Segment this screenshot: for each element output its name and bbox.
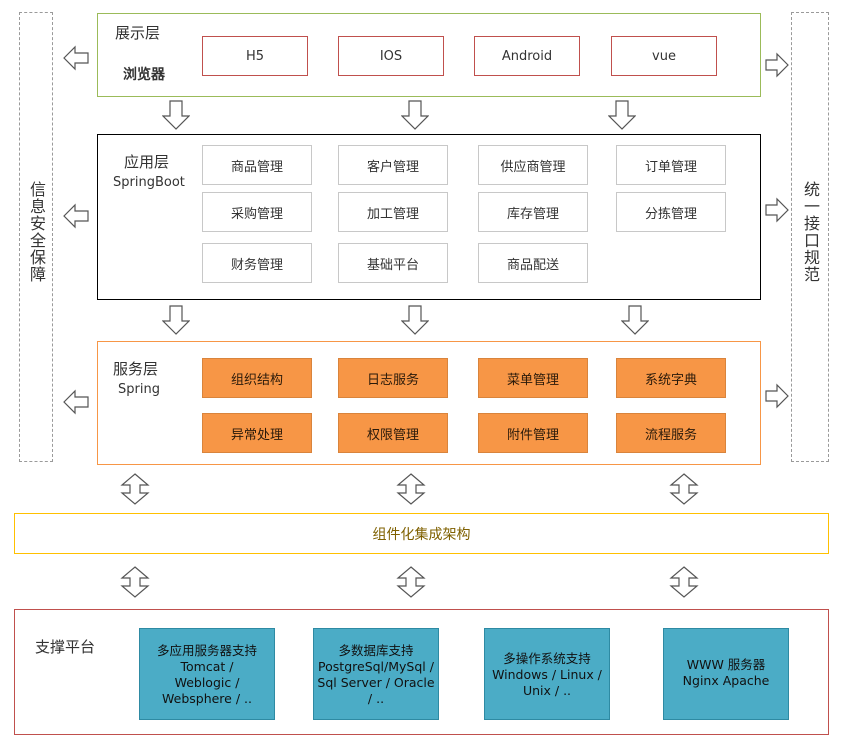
support-item-operating-systems: 多操作系统支持 Windows / Linux / Unix / ..: [484, 628, 610, 720]
presentation-item-vue: vue: [611, 36, 717, 76]
service-layer: 服务层 Spring 组织结构 日志服务 菜单管理 系统字典 异常处理 权限管理…: [97, 341, 761, 465]
app-item-inventory-management: 库存管理: [478, 192, 588, 232]
service-item-permission-management: 权限管理: [338, 413, 448, 453]
arrow-up-down-icon: [120, 566, 150, 598]
service-item-system-dictionary: 系统字典: [616, 358, 726, 398]
service-item-workflow-service: 流程服务: [616, 413, 726, 453]
integration-bar-label: 组件化集成架构: [372, 526, 471, 543]
arrow-down-icon: [621, 305, 649, 335]
presentation-layer-subtitle: 浏览器: [123, 67, 165, 83]
support-item-www-servers-title: WWW 服务器: [686, 657, 766, 672]
service-item-exception-handling: 异常处理: [202, 413, 312, 453]
app-item-product-delivery: 商品配送: [478, 243, 588, 283]
arrow-up-down-icon: [396, 566, 426, 598]
application-layer: 应用层 SpringBoot 商品管理 客户管理 供应商管理 订单管理 采购管理…: [97, 134, 761, 300]
arrow-up-down-icon: [396, 473, 426, 505]
arrow-down-icon: [401, 100, 429, 130]
support-item-databases: 多数据库支持 PostgreSql/MySql / Sql Server / O…: [313, 628, 439, 720]
app-item-base-platform: 基础平台: [338, 243, 448, 283]
arrow-down-icon: [401, 305, 429, 335]
support-item-operating-systems-title: 多操作系统支持: [503, 651, 591, 666]
presentation-layer-title: 展示层: [115, 24, 161, 42]
support-item-operating-systems-line1: Windows / Linux /: [492, 667, 602, 682]
presentation-layer: 展示层 浏览器 H5 IOS Android vue: [97, 13, 761, 97]
service-layer-subtitle: Spring: [118, 382, 160, 397]
application-layer-title: 应用层: [124, 153, 170, 171]
service-item-log-service: 日志服务: [338, 358, 448, 398]
arrow-left-icon: [63, 45, 89, 71]
arrow-left-icon: [63, 203, 89, 229]
security-sidebar-label: 信息安全保障: [27, 181, 46, 283]
support-item-databases-line3: / ..: [367, 691, 385, 706]
service-item-org-structure: 组织结构: [202, 358, 312, 398]
app-item-order-management: 订单管理: [616, 145, 726, 185]
app-item-customer-management: 客户管理: [338, 145, 448, 185]
support-item-www-servers-line1: Nginx Apache: [682, 673, 770, 688]
service-item-menu-management: 菜单管理: [478, 358, 588, 398]
arrow-down-icon: [162, 100, 190, 130]
support-item-app-servers-title: 多应用服务器支持: [156, 643, 257, 658]
presentation-item-h5: H5: [202, 36, 308, 76]
app-item-product-management: 商品管理: [202, 145, 312, 185]
support-item-operating-systems-line2: Unix / ..: [522, 683, 572, 698]
arrow-up-down-icon: [669, 473, 699, 505]
arrow-right-icon: [765, 197, 789, 223]
arrow-up-down-icon: [120, 473, 150, 505]
support-item-databases-line2: Sql Server / Oracle: [317, 675, 435, 690]
interface-sidebar: 统一接口规范: [791, 12, 829, 462]
app-item-purchase-management: 采购管理: [202, 192, 312, 232]
app-item-processing-management: 加工管理: [338, 192, 448, 232]
arrow-left-icon: [63, 389, 89, 415]
support-item-databases-title: 多数据库支持: [338, 643, 414, 658]
support-platform: 支撑平台 多应用服务器支持 Tomcat / Weblogic / Websph…: [14, 609, 829, 735]
arrow-right-icon: [765, 383, 789, 409]
presentation-item-android: Android: [474, 36, 580, 76]
arrow-down-icon: [608, 100, 636, 130]
support-item-app-servers-line3: Websphere / ..: [162, 691, 252, 706]
app-item-finance-management: 财务管理: [202, 243, 312, 283]
support-item-databases-line1: PostgreSql/MySql /: [318, 659, 434, 674]
application-layer-subtitle: SpringBoot: [113, 175, 185, 190]
app-item-supplier-management: 供应商管理: [478, 145, 588, 185]
support-item-app-servers-line1: Tomcat /: [180, 659, 234, 674]
app-item-sorting-management: 分拣管理: [616, 192, 726, 232]
support-platform-title: 支撑平台: [35, 638, 96, 656]
security-sidebar: 信息安全保障: [19, 12, 53, 462]
arrow-down-icon: [162, 305, 190, 335]
support-item-www-servers: WWW 服务器 Nginx Apache: [663, 628, 789, 720]
interface-sidebar-label: 统一接口规范: [801, 181, 820, 283]
arrow-right-icon: [765, 52, 789, 78]
arrow-up-down-icon: [669, 566, 699, 598]
service-item-attachment-management: 附件管理: [478, 413, 588, 453]
service-layer-title: 服务层: [113, 360, 159, 378]
support-item-app-servers: 多应用服务器支持 Tomcat / Weblogic / Websphere /…: [139, 628, 275, 720]
integration-bar: 组件化集成架构: [14, 513, 829, 554]
presentation-item-ios: IOS: [338, 36, 444, 76]
support-item-app-servers-line2: Weblogic /: [174, 675, 240, 690]
